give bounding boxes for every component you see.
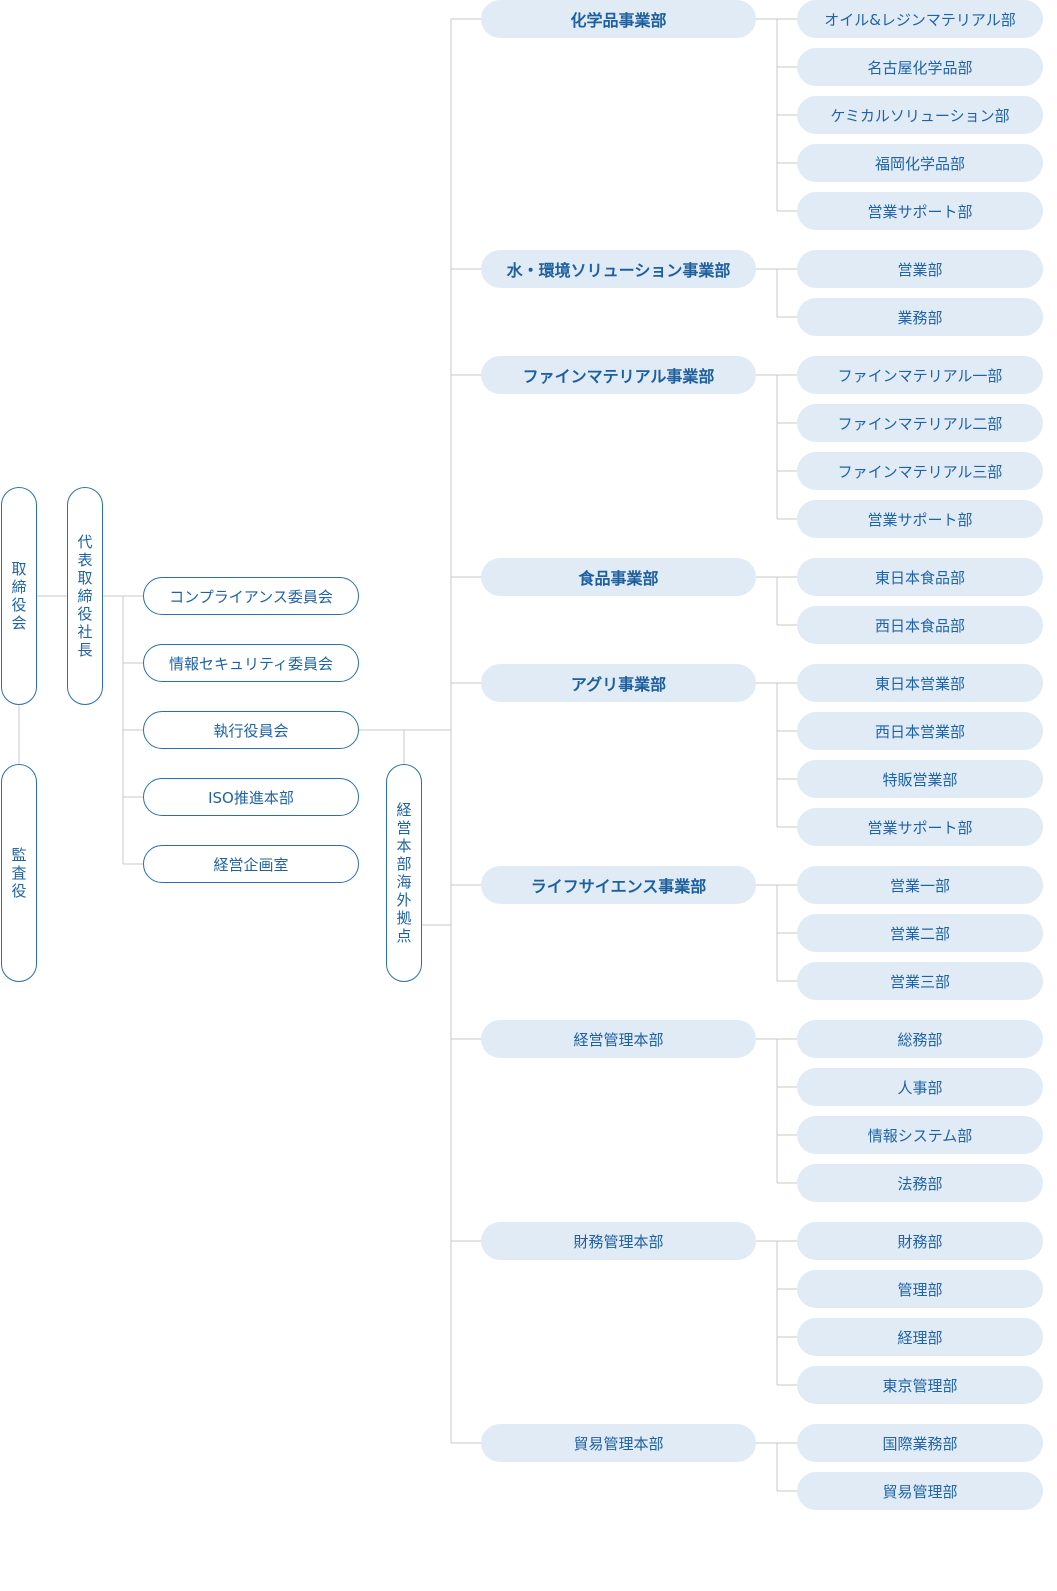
department-box: 財務部 bbox=[797, 1222, 1043, 1260]
department-box: 業務部 bbox=[797, 298, 1043, 336]
department-box: 営業二部 bbox=[797, 914, 1043, 952]
department-box: ファインマテリアル三部 bbox=[797, 452, 1043, 490]
department-box: ファインマテリアル二部 bbox=[797, 404, 1043, 442]
department-box: 東京管理部 bbox=[797, 1366, 1043, 1404]
committee-box: ISO推進本部 bbox=[143, 778, 359, 816]
president: 代表取締役社長 bbox=[67, 487, 103, 705]
department-box: 管理部 bbox=[797, 1270, 1043, 1308]
division-box: 経営管理本部 bbox=[481, 1020, 756, 1058]
division-box: ファインマテリアル事業部 bbox=[481, 356, 756, 394]
department-box: ファインマテリアル一部 bbox=[797, 356, 1043, 394]
auditor: 監査役 bbox=[1, 764, 37, 982]
committee-box: 情報セキュリティ委員会 bbox=[143, 644, 359, 682]
division-box: 化学品事業部 bbox=[481, 0, 756, 38]
department-box: 福岡化学品部 bbox=[797, 144, 1043, 182]
committee-box: 執行役員会 bbox=[143, 711, 359, 749]
department-box: オイル&レジンマテリアル部 bbox=[797, 0, 1043, 38]
department-box: 総務部 bbox=[797, 1020, 1043, 1058]
division-box: 食品事業部 bbox=[481, 558, 756, 596]
department-box: 営業三部 bbox=[797, 962, 1043, 1000]
department-box: 法務部 bbox=[797, 1164, 1043, 1202]
department-box: 経理部 bbox=[797, 1318, 1043, 1356]
department-box: 名古屋化学品部 bbox=[797, 48, 1043, 86]
division-box: アグリ事業部 bbox=[481, 664, 756, 702]
department-box: 情報システム部 bbox=[797, 1116, 1043, 1154]
department-box: 人事部 bbox=[797, 1068, 1043, 1106]
department-box: 特販営業部 bbox=[797, 760, 1043, 798]
department-box: 営業サポート部 bbox=[797, 808, 1043, 846]
headquarters-overseas: 経営本部海外拠点 bbox=[386, 764, 422, 982]
department-box: 貿易管理部 bbox=[797, 1472, 1043, 1510]
department-box: ケミカルソリューション部 bbox=[797, 96, 1043, 134]
department-box: 西日本食品部 bbox=[797, 606, 1043, 644]
committee-box: 経営企画室 bbox=[143, 845, 359, 883]
department-box: 東日本営業部 bbox=[797, 664, 1043, 702]
committee-box: コンプライアンス委員会 bbox=[143, 577, 359, 615]
division-box: 水・環境ソリューション事業部 bbox=[481, 250, 756, 288]
department-box: 営業部 bbox=[797, 250, 1043, 288]
department-box: 営業サポート部 bbox=[797, 192, 1043, 230]
department-box: 東日本食品部 bbox=[797, 558, 1043, 596]
department-box: 営業一部 bbox=[797, 866, 1043, 904]
division-box: ライフサイエンス事業部 bbox=[481, 866, 756, 904]
department-box: 国際業務部 bbox=[797, 1424, 1043, 1462]
division-box: 財務管理本部 bbox=[481, 1222, 756, 1260]
division-box: 貿易管理本部 bbox=[481, 1424, 756, 1462]
board-of-directors: 取締役会 bbox=[1, 487, 37, 705]
department-box: 営業サポート部 bbox=[797, 500, 1043, 538]
department-box: 西日本営業部 bbox=[797, 712, 1043, 750]
